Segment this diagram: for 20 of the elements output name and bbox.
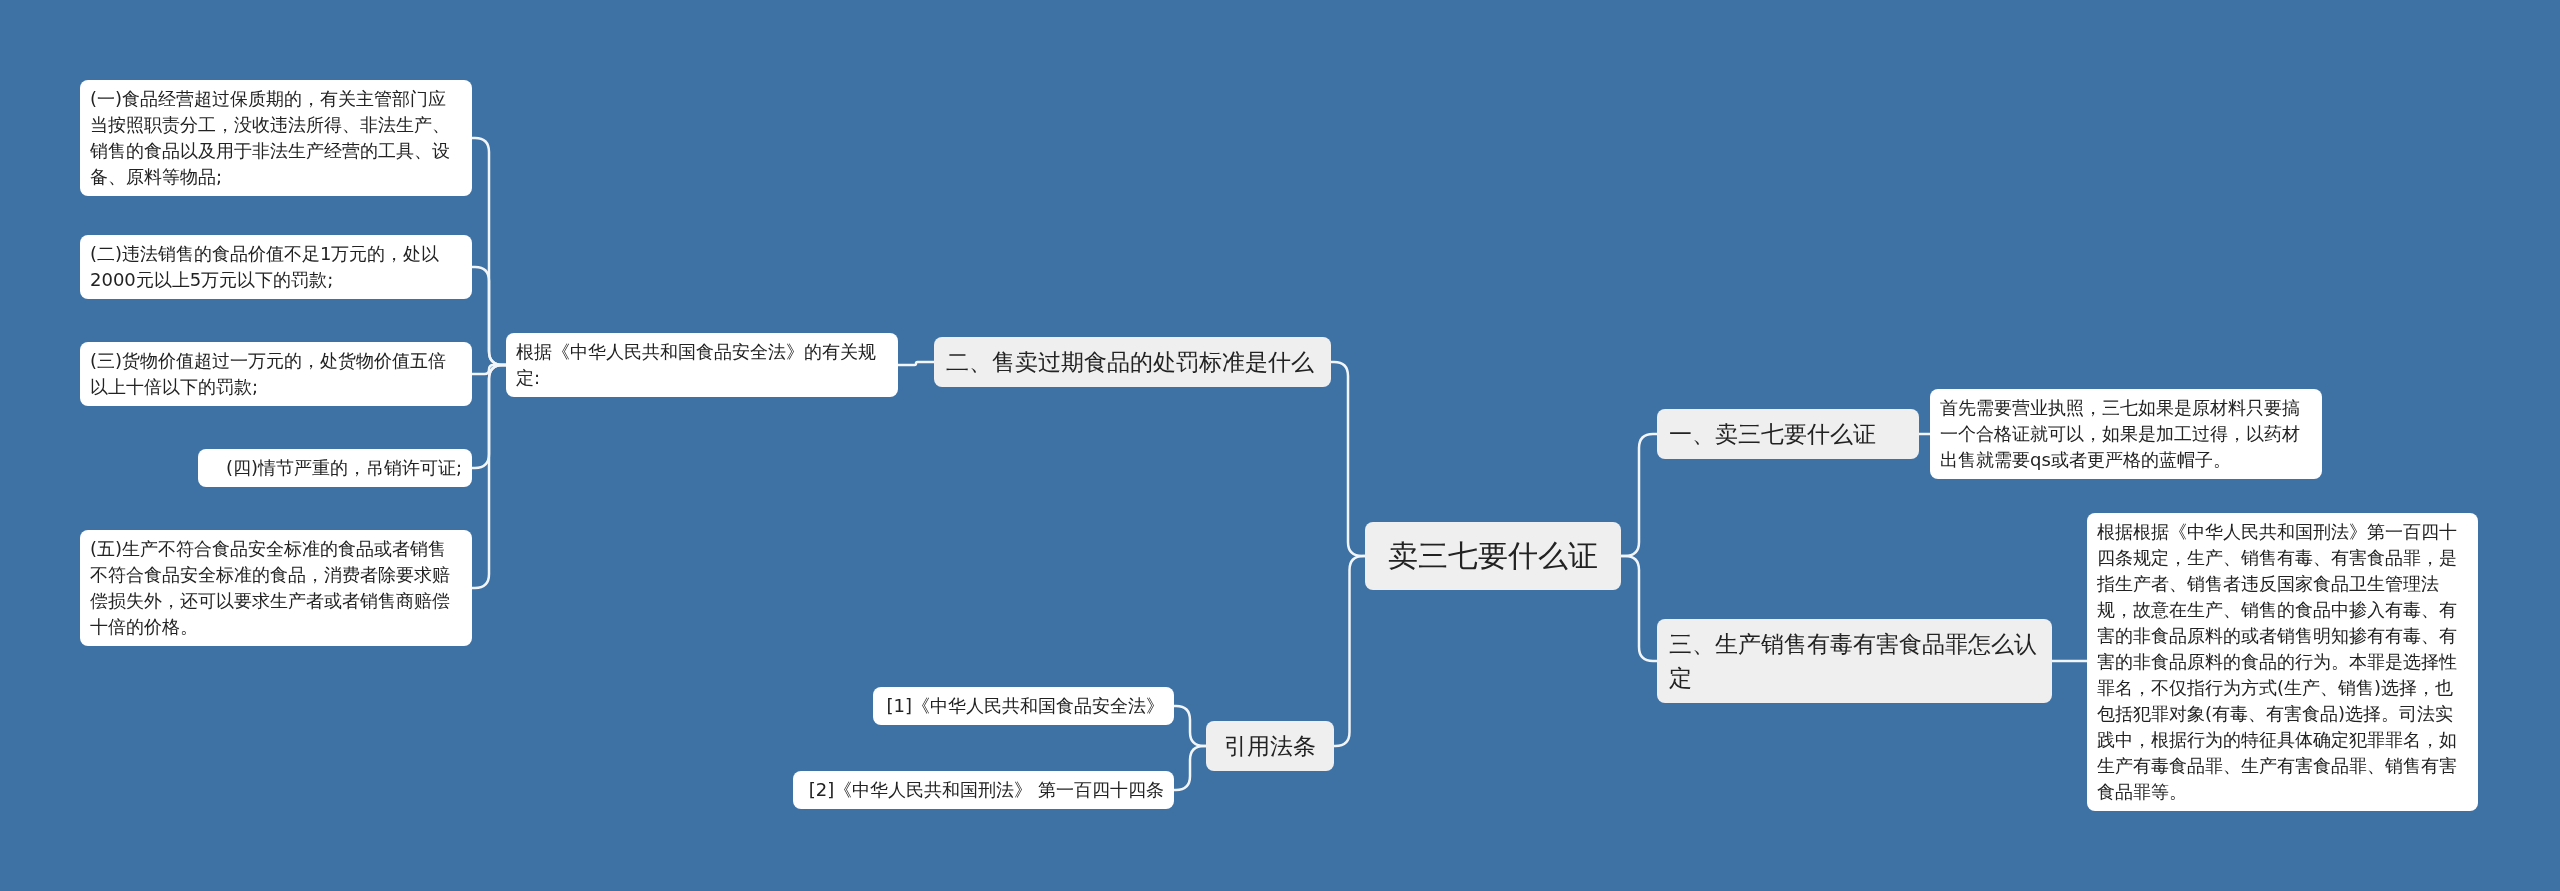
- topic-box: 引用法条: [1206, 721, 1334, 771]
- note-box: [2]《中华人民共和国刑法》 第一百四十四条: [793, 771, 1174, 809]
- note-box: (四)情节严重的，吊销许可证;: [198, 449, 472, 487]
- connector-line: [1174, 744, 1206, 792]
- note-box: (一)食品经营超过保质期的，有关主管部门应当按照职责分工，没收违法所得、非法生产、销售的食品以及用于非法生产经营的工具、设备、原料等物品;: [80, 80, 472, 196]
- note-box: 首先需要营业执照，三七如果是原材料只要搞一个合格证就可以，如果是加工过得，以药材出售就需要qs或者更严格的蓝帽子。: [1930, 389, 2322, 479]
- note-box: (二)违法销售的食品价值不足1万元的，处以2000元以上5万元以下的罚款;: [80, 235, 472, 299]
- connector-line: [1333, 554, 1366, 748]
- note-box: (五)生产不符合食品安全标准的食品或者销售不符合食品安全标准的食品，消费者除要求赔偿损失外，还可以要求生产者或者销售商赔偿十倍的价格。: [80, 530, 472, 646]
- note-box: 根据根据《中华人民共和国刑法》第一百四十四条规定，生产、销售有毒、有害食品罪，是指生产者、销售者违反国家食品卫生管理法规，故意在生产、销售的食品中掺入有毒、有害的非食品原料的或者销售明知掺有有毒、有害的非食品原料的食品的行为。本罪是选择性罪名，不仅指行为方式(生产、销售)选择，也包括犯罪对象(有毒、有害食品)选择。司法实践中，根据行为的特征具体确定犯罪罪名，如生产有毒食品罪、生产有害食品罪、销售有害食品罪等。: [2087, 513, 2478, 811]
- central-topic-box: 卖三七要什么证: [1365, 522, 1621, 590]
- topic-box: 二、售卖过期食品的处罚标准是什么: [934, 337, 1331, 387]
- connector-line: [2052, 659, 2087, 663]
- note-box: [1]《中华人民共和国食品安全法》: [873, 687, 1174, 725]
- note-box: 根据《中华人民共和国食品安全法》的有关规定:: [506, 333, 898, 397]
- connector-line: [898, 360, 934, 367]
- topic-box: 一、卖三七要什么证: [1657, 409, 1919, 459]
- connector-line: [472, 363, 506, 590]
- note-box: (三)货物价值超过一万元的，处货物价值五倍以上十倍以下的罚款;: [80, 342, 472, 406]
- topic-box: 三、生产销售有毒有害食品罪怎么认定: [1657, 619, 2052, 703]
